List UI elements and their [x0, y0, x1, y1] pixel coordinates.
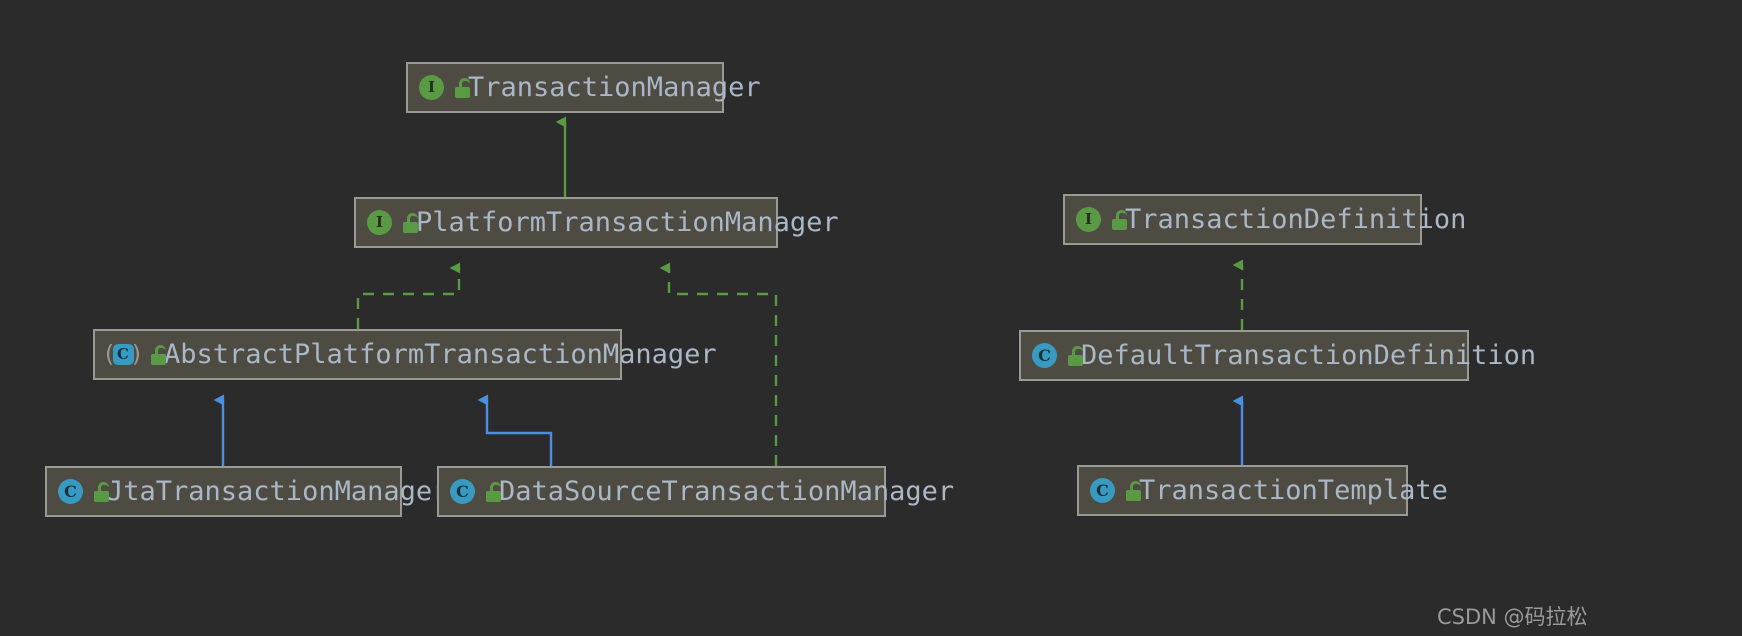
- class-glyph: C: [450, 479, 475, 504]
- unlock-body: [455, 86, 470, 98]
- class-glyph: C: [1032, 343, 1057, 368]
- unlock-shackle: [459, 77, 470, 88]
- abstract-class-icon: (C): [105, 341, 141, 367]
- abstract-class-glyph: (C): [105, 341, 141, 367]
- class-node-label: DefaultTransactionDefinition: [1081, 340, 1537, 371]
- unlock-body: [94, 490, 109, 502]
- class-glyph: C: [1090, 478, 1115, 503]
- unlock-shackle: [1130, 480, 1141, 491]
- unlock-shackle: [155, 344, 166, 355]
- class-glyph: C: [58, 479, 83, 504]
- class-node-label: TransactionManager: [468, 72, 761, 103]
- class-node-label: JtaTransactionManager: [107, 476, 449, 507]
- class-node-transaction-definition[interactable]: I TransactionDefinition: [1063, 194, 1466, 245]
- unlock-shackle: [407, 212, 418, 223]
- unlock-shackle: [490, 481, 501, 492]
- unlock-body: [1126, 489, 1141, 501]
- class-icon: C: [58, 479, 83, 504]
- class-node-jta-transaction-manager[interactable]: C JtaTransactionManager: [45, 466, 448, 517]
- unlock-shackle: [1116, 209, 1127, 220]
- class-node-label: PlatformTransactionManager: [416, 207, 839, 238]
- edge-implements-abstract-platform-transaction-manager-to-platform-transaction-manager: [356, 262, 461, 329]
- interface-icon: I: [419, 75, 444, 100]
- class-icon: C: [1032, 343, 1057, 368]
- unlock-shackle: [1072, 345, 1083, 356]
- class-node-label: TransactionTemplate: [1139, 475, 1448, 506]
- class-node-default-transaction-definition[interactable]: C DefaultTransactionDefinition: [1019, 330, 1536, 381]
- watermark-label: CSDN @码拉松: [1437, 605, 1588, 629]
- unlock-body: [1112, 218, 1127, 230]
- class-icon: C: [1090, 478, 1115, 503]
- unlock-body: [486, 490, 501, 502]
- unlock-body: [1068, 354, 1083, 366]
- class-node-datasource-transaction-manager[interactable]: C DataSourceTransactionManager: [437, 466, 954, 517]
- interface-glyph: I: [419, 75, 444, 100]
- class-node-platform-transaction-manager[interactable]: I PlatformTransactionManager: [354, 197, 839, 248]
- class-node-label: AbstractPlatformTransactionManager: [164, 339, 717, 370]
- interface-icon: I: [367, 210, 392, 235]
- interface-glyph: I: [1076, 207, 1101, 232]
- class-node-transaction-manager[interactable]: I TransactionManager: [406, 62, 761, 113]
- unlock-body: [403, 221, 418, 233]
- abstract-paren-left: (: [105, 341, 114, 367]
- abstract-paren-right: ): [132, 341, 141, 367]
- class-node-abstract-platform-transaction-manager[interactable]: (C) AbstractPlatformTransactionManager: [93, 329, 717, 380]
- class-node-label: TransactionDefinition: [1125, 204, 1467, 235]
- interface-glyph: I: [367, 210, 392, 235]
- interface-icon: I: [1076, 207, 1101, 232]
- class-node-transaction-template[interactable]: C TransactionTemplate: [1077, 465, 1448, 516]
- class-node-label: DataSourceTransactionManager: [499, 476, 955, 507]
- class-icon: C: [450, 479, 475, 504]
- edge-extends-datasource-transaction-manager-to-abstract-platform-transaction-manager: [477, 394, 553, 466]
- unlock-shackle: [98, 481, 109, 492]
- abstract-class-letter: C: [112, 344, 134, 365]
- unlock-body: [151, 353, 166, 365]
